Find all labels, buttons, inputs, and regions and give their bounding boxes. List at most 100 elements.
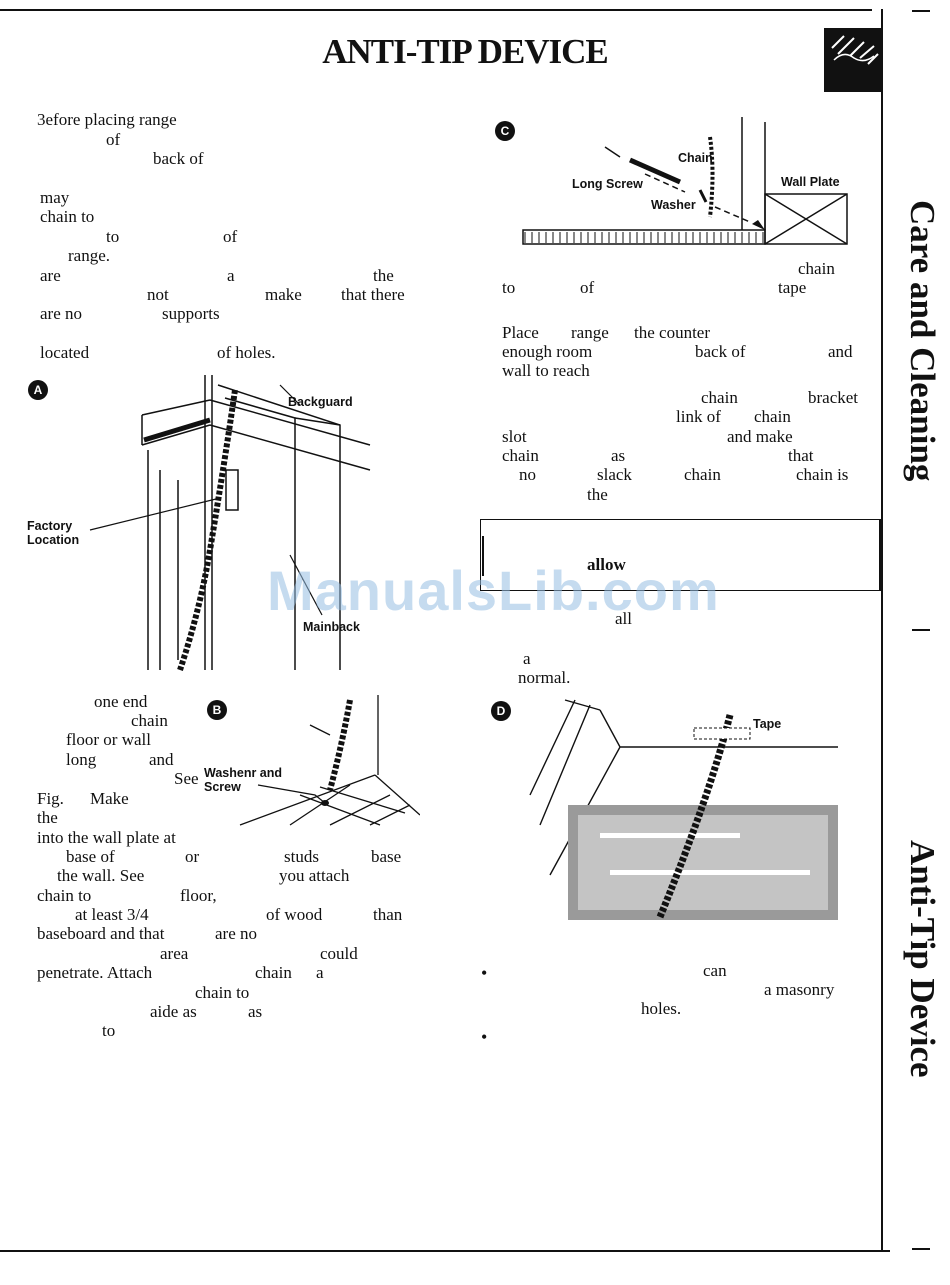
tick-top (912, 10, 930, 12)
text-fragment: at least 3/4 (75, 905, 149, 924)
text-fragment: back of (695, 342, 746, 361)
text-fragment: no (519, 465, 536, 484)
text-fragment: a (227, 266, 235, 285)
text-fragment: a masonry (764, 980, 835, 999)
label-backguard: Backguard (288, 395, 353, 409)
watermark: ManualsLib.com (267, 559, 720, 622)
top-rule (0, 9, 872, 11)
text-fragment: range (571, 323, 609, 342)
warning-text: allow (587, 555, 626, 574)
text-fragment: than (373, 905, 403, 924)
label-factory-location: Factory Location (27, 519, 80, 547)
side-tab-care-cleaning: Care and Cleaning (903, 200, 942, 482)
text-fragment: chain to (195, 983, 250, 1002)
text-fragment: penetrate. Attach (37, 963, 153, 982)
text-fragment: a (523, 649, 531, 668)
text-fragment: floor or wall (66, 730, 151, 749)
text-fragment: located (40, 343, 90, 362)
figure-a-badge: A (28, 380, 48, 400)
bottom-rule (0, 1250, 890, 1252)
figure-c-badge: C (495, 121, 515, 141)
text-fragment: aide as (150, 1002, 197, 1021)
label-chain-c: Chain (678, 151, 713, 165)
text-fragment: chain (798, 259, 835, 278)
text-fragment: the wall. See (57, 866, 145, 885)
text-fragment: range. (68, 246, 111, 265)
text-fragment: to (106, 227, 120, 246)
text-fragment: chain to (40, 207, 95, 226)
text-fragment: could (320, 944, 358, 963)
text-fragment: floor, (180, 886, 217, 905)
text-fragment: slack (597, 465, 632, 484)
label-washer-screw: Washenr and Screw (204, 766, 283, 794)
text-fragment: chain to (37, 886, 92, 905)
figure-d-illustration (529, 699, 838, 920)
figure-c-illustration (522, 117, 848, 245)
text-fragment: of holes. (217, 343, 276, 362)
bullet-2: • (481, 1027, 488, 1047)
text-fragment: Fig. (37, 789, 64, 808)
text-fragment: the (37, 808, 58, 827)
text-fragment: a (316, 963, 324, 982)
text-fragment: as (248, 1002, 263, 1021)
text-fragment: not (147, 285, 169, 304)
text-fragment: Make (90, 789, 129, 808)
text-fragment: chain (502, 446, 539, 465)
text-fragment: to (102, 1021, 116, 1040)
label-washer-c: Washer (651, 198, 696, 212)
text-fragment: or (185, 847, 200, 866)
text-fragment: supports (162, 304, 220, 323)
figure-a-illustration (89, 375, 371, 671)
text-fragment: long (66, 750, 97, 769)
label-wall-plate: Wall Plate (781, 175, 840, 189)
text-fragment: normal. (518, 668, 571, 687)
text-fragment: slot (502, 427, 527, 446)
text-fragment: and make (727, 427, 793, 446)
text-fragment: the (373, 266, 394, 285)
text-fragment: and (149, 750, 174, 769)
text-fragment: the counter (634, 323, 710, 342)
text-fragment: back of (153, 149, 204, 168)
text-fragment: are (40, 266, 61, 285)
text-fragment: to (502, 278, 516, 297)
text-fragment: chain (754, 407, 791, 426)
text-fragment: make (265, 285, 302, 304)
text-fragment: 3efore placing range (37, 110, 177, 129)
text-fragment: of (580, 278, 595, 297)
text-fragment: baseboard and that (37, 924, 165, 943)
text-fragment: the (587, 485, 608, 504)
text-fragment: may (40, 188, 70, 207)
text-fragment: bracket (808, 388, 859, 407)
bullet-1: • (481, 963, 488, 983)
text-fragment: studs (284, 847, 319, 866)
text-fragment: one end (94, 692, 148, 711)
corner-logo-icon (824, 28, 882, 92)
label-mainback: Mainback (303, 620, 360, 634)
text-fragment: are no (215, 924, 258, 943)
label-tape: Tape (753, 717, 782, 731)
text-fragment: See (174, 769, 199, 788)
side-tab-anti-tip: Anti-Tip Device (903, 840, 942, 1078)
side-rule (881, 9, 883, 1252)
text-fragment: Place (502, 323, 539, 342)
text-fragment: all (615, 609, 632, 628)
text-fragment: and (828, 342, 853, 361)
text-fragment: of (223, 227, 238, 246)
text-fragment: tape (778, 278, 807, 297)
figure-d-badge: D (491, 701, 511, 721)
text-fragment: chain (255, 963, 292, 982)
tick-bottom (912, 1248, 930, 1250)
tick-mid (912, 629, 930, 631)
text-fragment: link of (676, 407, 721, 426)
text-fragment: as (611, 446, 626, 465)
warning-box-divider (482, 536, 484, 576)
text-fragment: are no (40, 304, 83, 323)
text-fragment: enough room (502, 342, 593, 361)
text-fragment: of (106, 130, 121, 149)
text-fragment: that (788, 446, 814, 465)
text-fragment: area (160, 944, 189, 963)
figure-b-illustration (239, 695, 420, 826)
text-fragment: base of (66, 847, 115, 866)
text-fragment: chain (701, 388, 738, 407)
text-fragment: that there (341, 285, 405, 304)
